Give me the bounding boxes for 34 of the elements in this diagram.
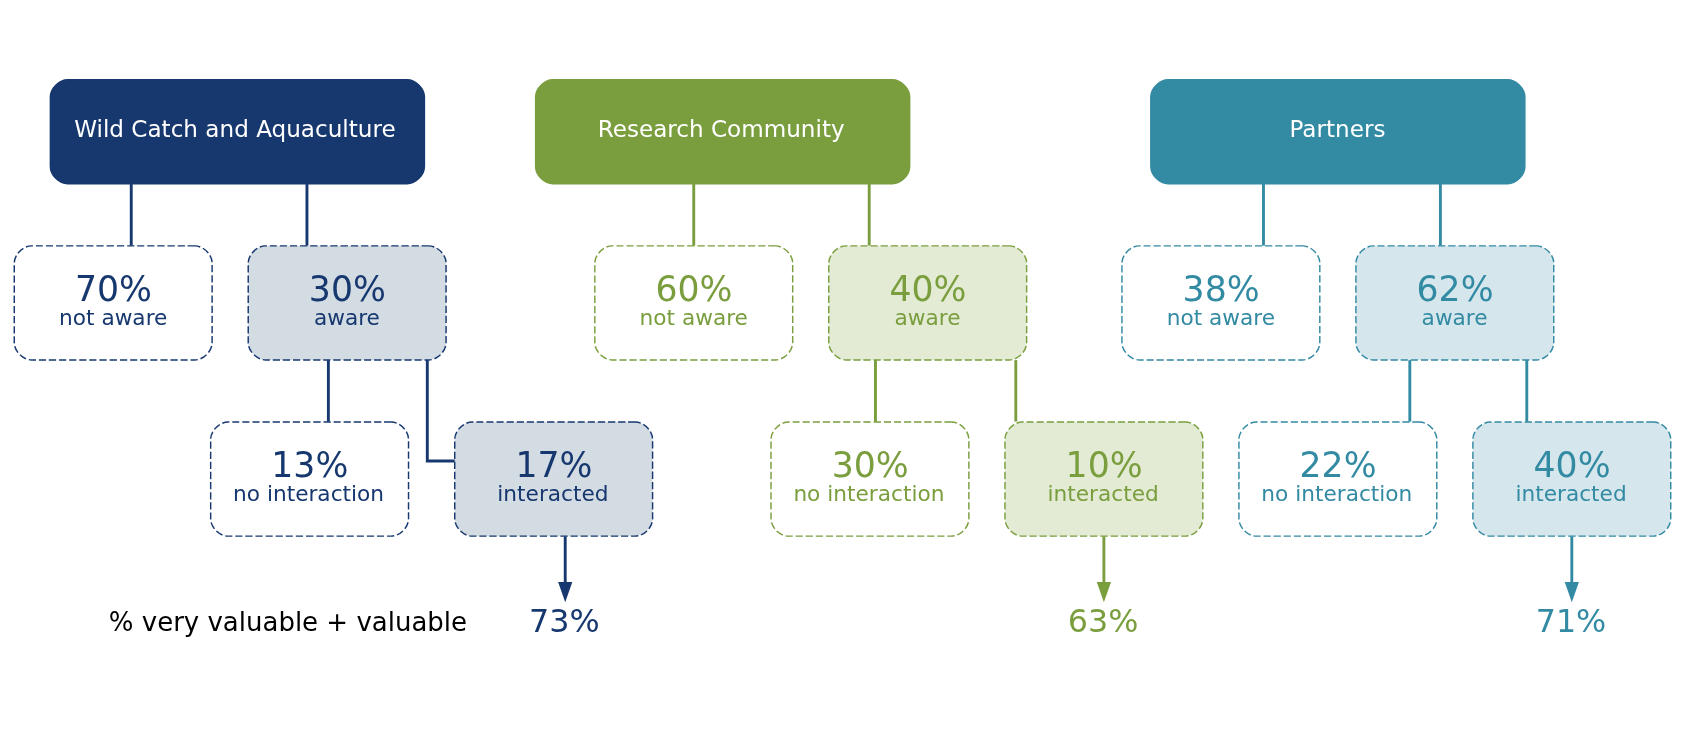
node-box: Partners [1150,79,1526,185]
arrow [1564,536,1579,603]
connector [874,360,877,422]
connector [305,184,309,246]
connector [326,360,330,422]
connector [1014,360,1018,422]
connector [1262,184,1265,246]
arrow [558,536,573,603]
connector [1525,360,1529,422]
arrow [1096,536,1111,603]
node-box: Wild Catch and Aquaculture [49,79,426,185]
connector [867,184,871,246]
node-box: 13% no interaction [209,421,410,537]
node-box: 70% not aware [13,245,213,361]
node-box: Research Community [534,79,911,185]
node-box: 17% interacted [454,421,654,537]
connector [129,184,133,246]
node-box: 40% aware [828,245,1028,361]
connector [1408,360,1412,422]
node-box: 30% no interaction [770,421,970,537]
connector [1438,184,1442,246]
connector [425,360,455,463]
node-box: 40% interacted [1472,421,1672,537]
node-box: 62% aware [1355,245,1555,361]
label: % very valuable + valuable [108,606,468,637]
node-text: 63% [1067,603,1139,640]
node-box: 38% not aware [1121,245,1321,361]
node-box: 30% aware [247,245,447,361]
node-box: 60% not aware [594,245,794,361]
connector [692,184,696,246]
node-box: 22% no interaction [1238,421,1438,537]
node-text: 71% [1535,603,1607,640]
node-box: 10% interacted [1004,421,1204,537]
node-text: 73% [529,603,600,640]
